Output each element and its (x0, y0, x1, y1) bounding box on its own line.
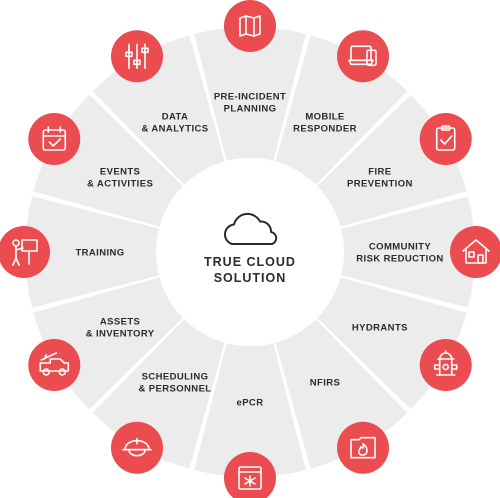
badge-assets-inventory[interactable] (28, 339, 81, 391)
badge-pre-incident-planning[interactable] (224, 0, 276, 52)
badge-circle (450, 226, 500, 278)
badge-epcr[interactable] (224, 452, 276, 498)
label-scheduling-personnel: SCHEDULING& PERSONNEL (138, 371, 211, 394)
segment-community-risk-reduction[interactable] (341, 196, 475, 308)
label-data-analytics: DATA& ANALYTICS (141, 112, 208, 135)
map-icon (239, 15, 261, 37)
badge-circle (224, 452, 276, 498)
badge-mobile-responder[interactable] (337, 30, 389, 83)
center-hub: TRUE CLOUD SOLUTION (204, 212, 296, 285)
devices-icon (348, 45, 377, 67)
badge-circle (0, 226, 50, 278)
badge-circle (419, 113, 472, 165)
center-disc (156, 158, 344, 346)
label-epcr: ePCR (237, 398, 264, 409)
cloud-icon (223, 212, 278, 245)
fire-folder-icon (350, 436, 376, 459)
label-assets-inventory: ASSETS& INVENTORY (86, 317, 155, 340)
fire-truck-icon (39, 352, 70, 376)
clipboard-check-icon (435, 125, 456, 151)
badge-circle (28, 339, 81, 391)
badge-events-activities[interactable] (28, 113, 81, 165)
badge-circle (337, 30, 389, 83)
label-hydrants: HYDRANTS (352, 323, 408, 334)
badge-circle (224, 0, 276, 52)
calendar-check-icon (42, 126, 67, 151)
segment-epcr[interactable] (194, 343, 306, 478)
badge-community-risk-reduction[interactable] (450, 226, 500, 278)
hydrant-icon (433, 350, 458, 376)
house-icon (462, 239, 490, 264)
badge-scheduling-personnel[interactable] (111, 421, 163, 474)
center-title-line-1: TRUE CLOUD (204, 255, 296, 269)
segment-training[interactable] (24, 196, 159, 308)
firefighter-helmet-icon (122, 437, 152, 457)
medical-star-icon (238, 466, 262, 490)
label-nfirs: NFIRS (310, 377, 341, 388)
sliders-icon (125, 43, 149, 70)
presentation-icon (12, 239, 38, 266)
badge-data-analytics[interactable] (111, 30, 163, 83)
badge-training[interactable] (0, 226, 50, 278)
badge-nfirs[interactable] (337, 421, 389, 474)
center-title-line-2: SOLUTION (214, 271, 287, 285)
badge-circle (111, 421, 163, 474)
label-training: TRAINING (75, 248, 124, 259)
badge-fire-prevention[interactable] (419, 113, 472, 165)
label-events-activities: EVENTS& ACTIVITIES (87, 167, 153, 190)
badge-hydrants[interactable] (419, 339, 472, 391)
badge-circle (28, 113, 81, 165)
segment-pre-incident-planning[interactable] (194, 27, 306, 161)
